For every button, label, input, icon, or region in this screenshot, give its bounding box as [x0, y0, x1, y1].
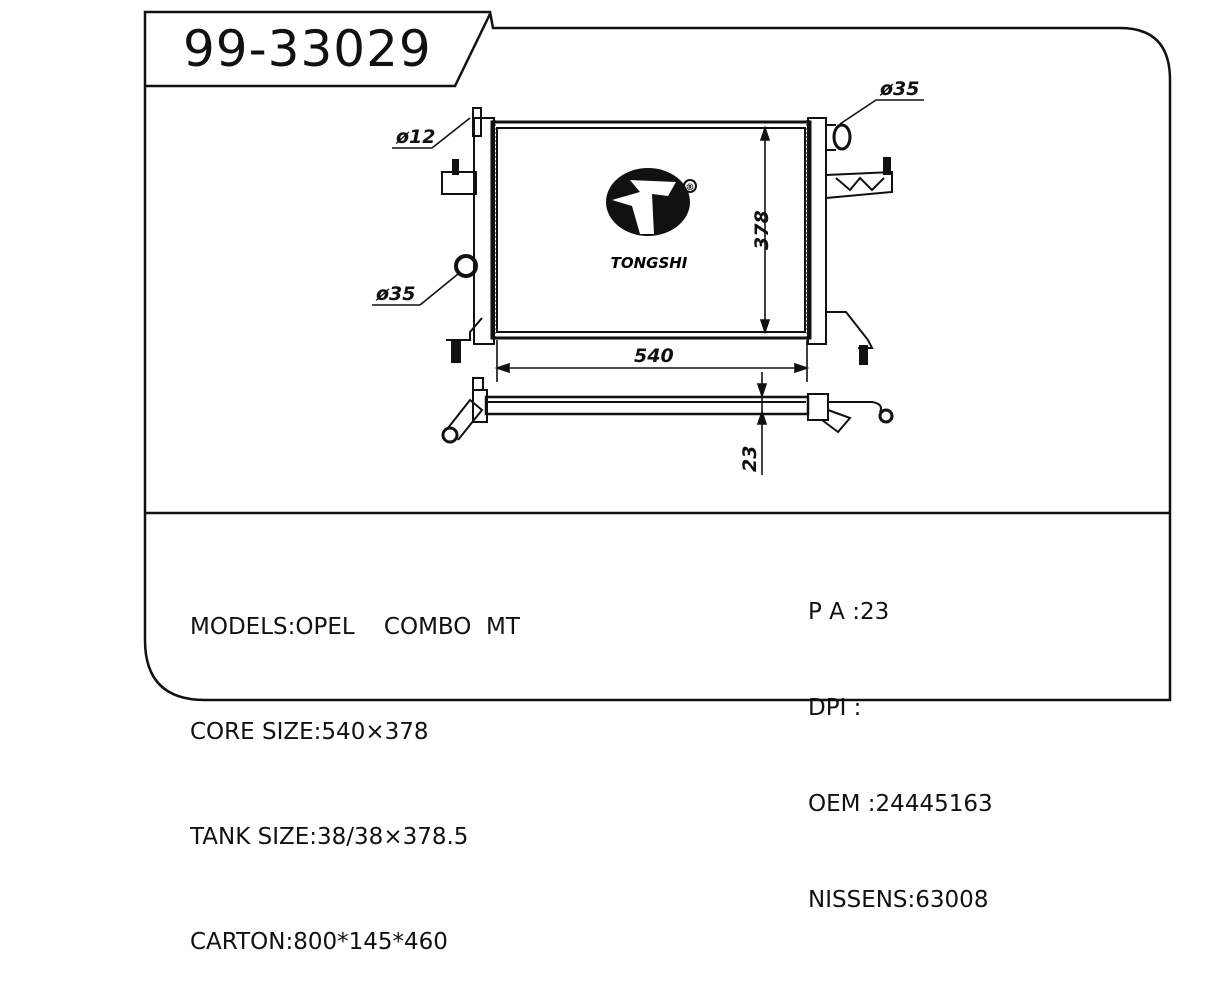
radiator-front-view [441, 107, 893, 365]
spec-pa: P A :23 [808, 599, 890, 625]
brand-text: TONGSHI [611, 254, 688, 272]
left-inlet-pipe [454, 254, 478, 278]
dim-width: 540 [634, 345, 674, 367]
registered-mark: ® [686, 183, 695, 193]
dimension-lines [372, 99, 924, 475]
right-tank [807, 117, 827, 345]
tongshi-logo: ® TONGSHI [606, 168, 697, 272]
radiator-bottom-view [441, 377, 894, 444]
dim-inlet-left: ø35 [375, 283, 416, 305]
drawing-sheet: ® TONGSHI ø12 ø35 ø35 540 378 23 [143, 10, 1172, 702]
spec-tank-size: TANK SIZE:38/38×378.5 [190, 824, 469, 850]
spec-dpi: DPI : [808, 695, 862, 721]
small-inlet [472, 107, 482, 137]
spec-oem: OEM :24445163 [808, 791, 993, 817]
spec-carton: CARTON:800*145*460 [190, 929, 448, 955]
spec-models: MODELS:OPEL COMBO MT [190, 614, 520, 640]
specs-left: MODELS:OPEL COMBO MT CORE SIZE:540×378 T… [190, 540, 520, 995]
dim-height: 378 [751, 210, 773, 250]
spec-core-size: CORE SIZE:540×378 [190, 719, 429, 745]
title-tab [145, 13, 492, 88]
core [490, 120, 812, 340]
specs-right: P A :23 DPI : OEM :24445163 NISSENS:6300… [808, 532, 993, 948]
right-outlet-pipe [832, 123, 852, 151]
part-number: 99-33029 [183, 20, 432, 78]
spec-nissens: NISSENS:63008 [808, 887, 989, 913]
dim-outlet-right: ø35 [879, 78, 920, 100]
dim-thickness: 23 [739, 446, 761, 472]
left-tank [473, 117, 495, 345]
dim-inlet-small: ø12 [395, 126, 436, 148]
sheet-border [143, 10, 1172, 702]
